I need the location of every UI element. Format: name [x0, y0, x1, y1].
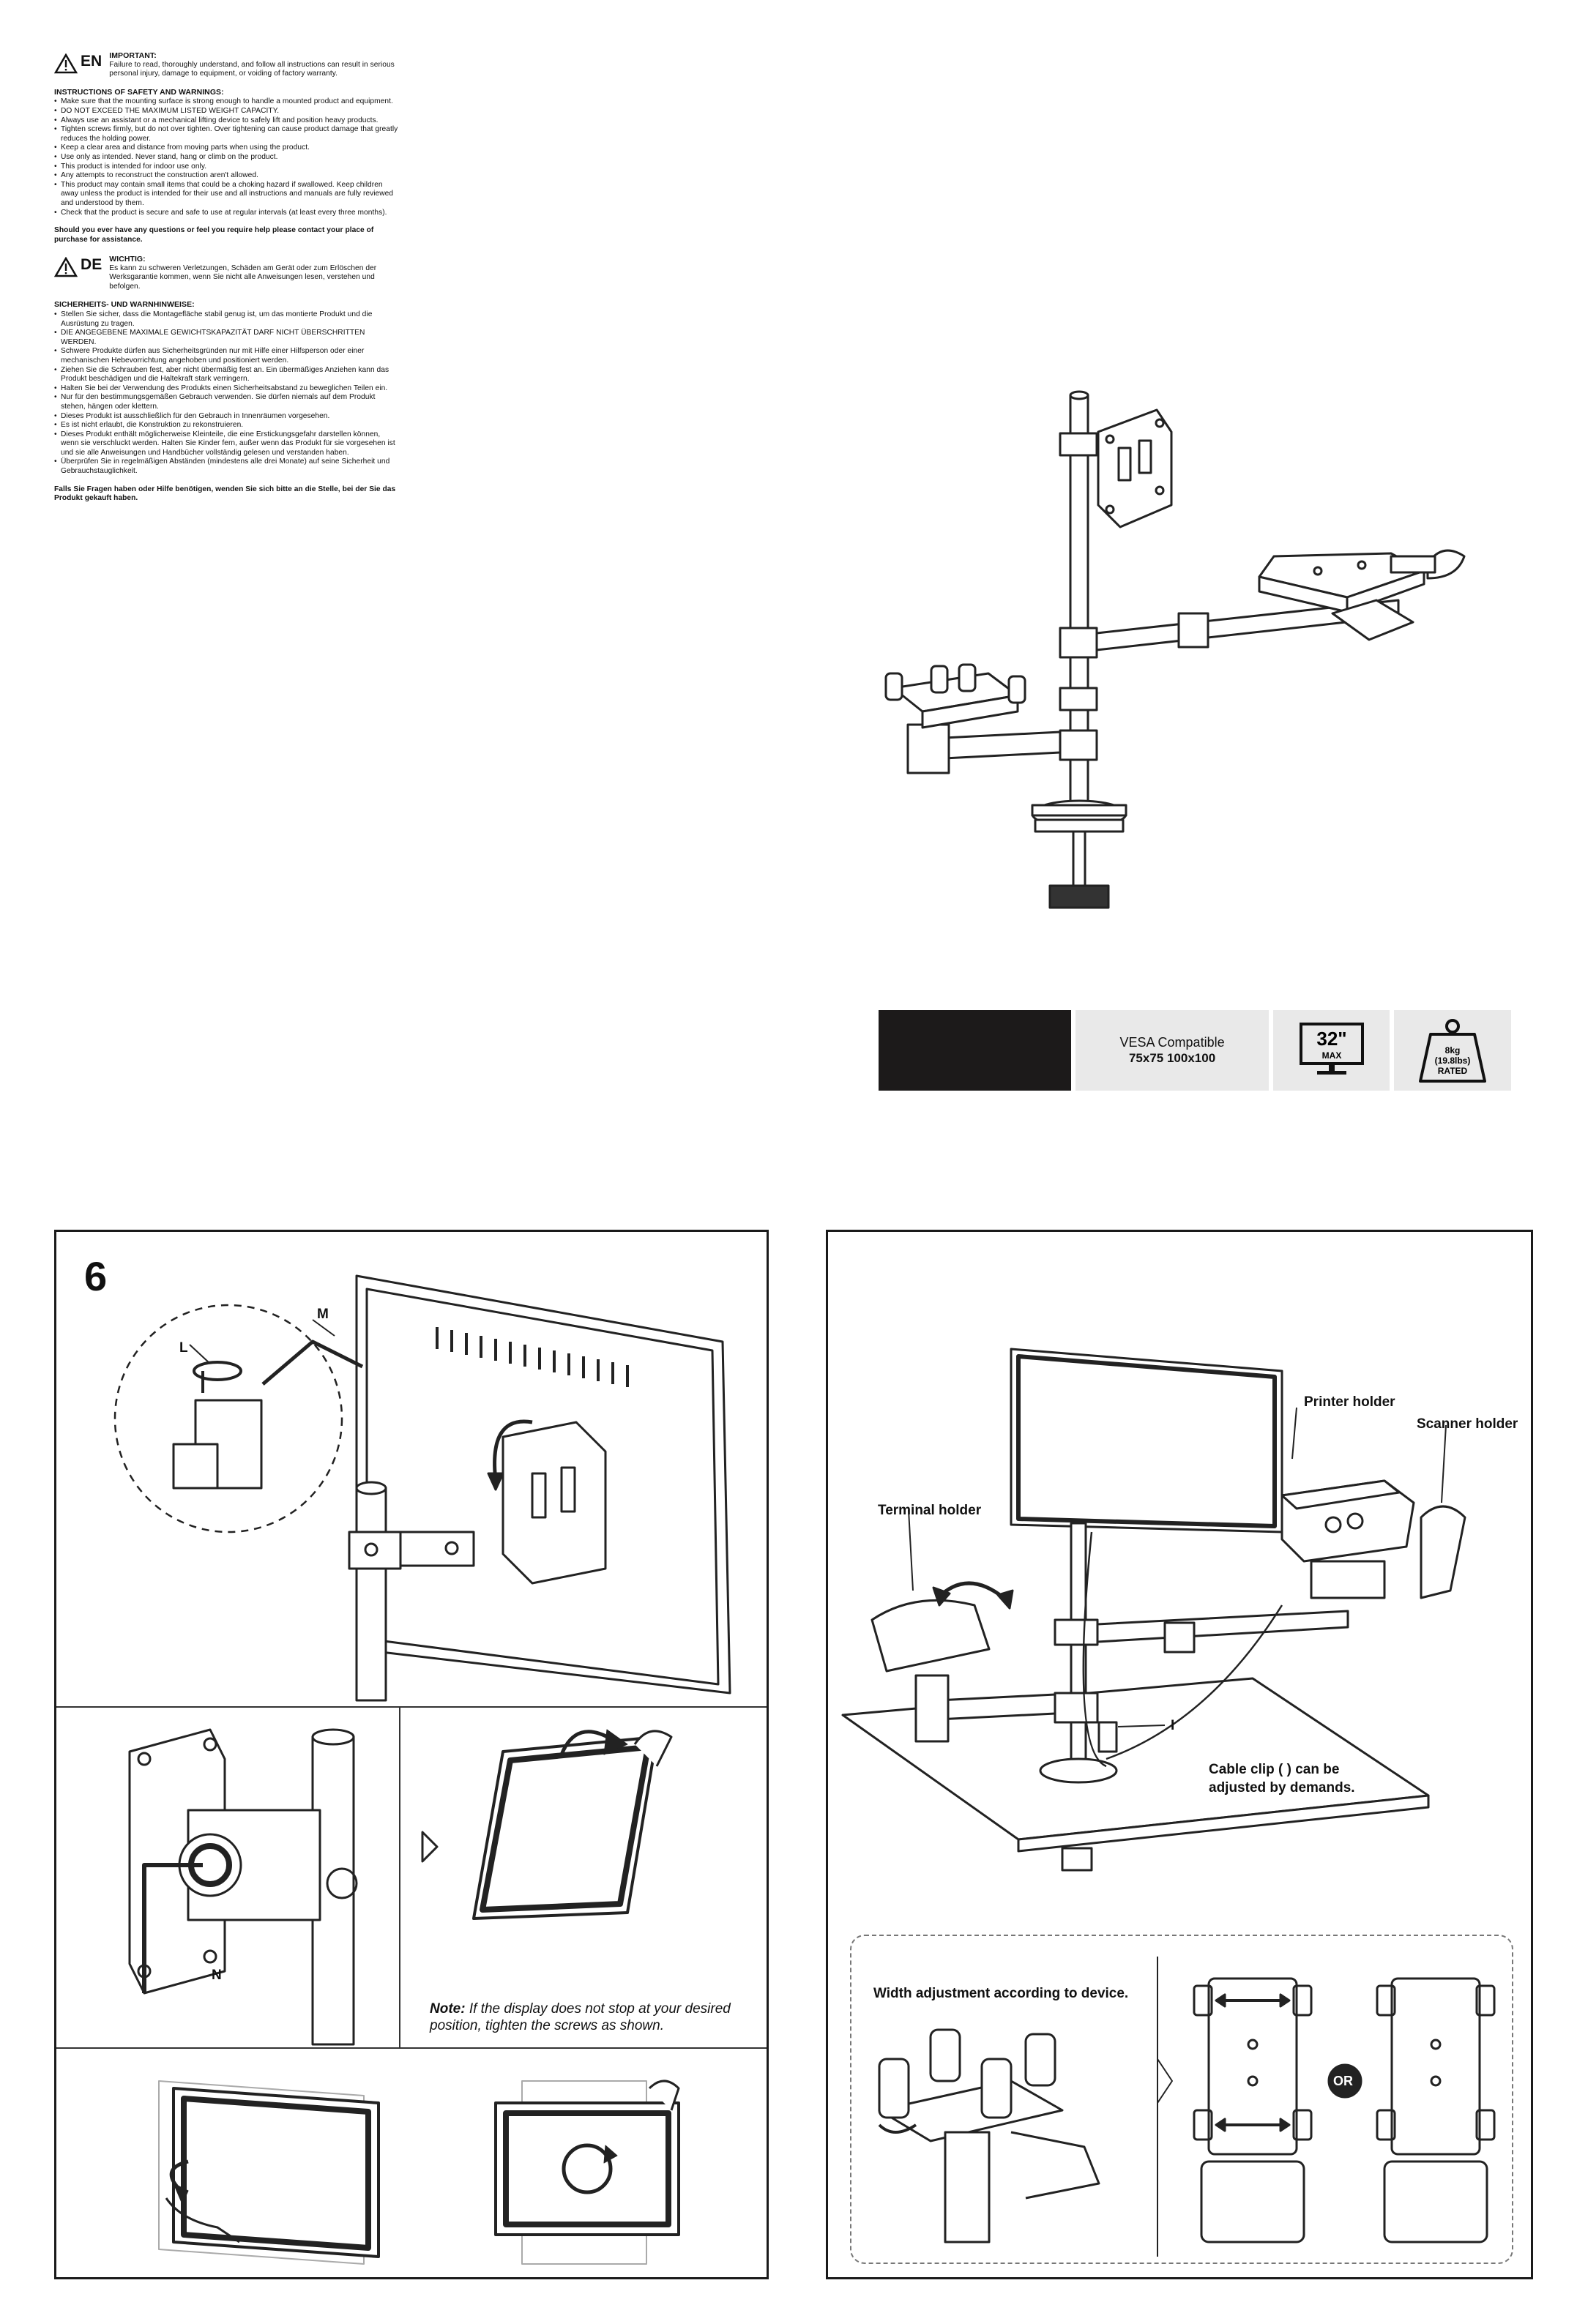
divider-horizontal-2	[56, 2047, 767, 2049]
contact-text: Falls Sie Fragen haben oder Hilfe benöti…	[54, 485, 396, 503]
list-item: This product may contain small items tha…	[54, 181, 398, 209]
list-item: Stellen Sie sicher, dass die Montagefläc…	[54, 310, 398, 329]
important-title: WICHTIG:	[109, 255, 146, 264]
weight-icon: 8kg (19.8lbs) RATED	[1419, 1019, 1487, 1083]
or-label: OR	[1333, 2074, 1353, 2088]
label-m: M	[317, 1307, 329, 1322]
list-item: Use only as intended. Never stand, hang …	[54, 153, 398, 162]
contact-text: Should you ever have any questions or fe…	[54, 226, 374, 244]
safety-list: Make sure that the mounting surface is s…	[54, 97, 398, 217]
safety-list: Stellen Sie sicher, dass die Montagefläc…	[54, 310, 398, 477]
terminal-holder-label: Terminal holder	[878, 1503, 982, 1518]
warnings-english-header: EN IMPORTANT: Failure to read, thoroughl…	[54, 51, 398, 79]
list-item: Dieses Produkt ist ausschließlich für de…	[54, 412, 398, 422]
cable-clip-line-2: adjusted by demands.	[1209, 1780, 1355, 1796]
safety-heading: INSTRUCTIONS OF SAFETY AND WARNINGS:	[54, 87, 224, 97]
label-l: L	[179, 1340, 188, 1356]
warning-triangle-icon	[54, 53, 78, 74]
warning-triangle-icon	[54, 257, 78, 277]
list-item: This product is intended for indoor use …	[54, 162, 398, 172]
spec-screen-size: 32" MAX	[1272, 1010, 1390, 1091]
list-item: Überprüfen Sie in regelmäßigen Abständen…	[54, 457, 398, 476]
language-code-de: DE	[81, 256, 102, 273]
list-item: Ziehen Sie die Schrauben fest, aber nich…	[54, 366, 398, 384]
note-bold: Note:	[430, 2001, 466, 2017]
weight-kg: 8kg	[1445, 1045, 1461, 1055]
workstation-setup-illustration	[841, 1348, 1466, 1872]
list-item: Schwere Produkte dürfen aus Sicherheitsg…	[54, 347, 398, 365]
list-item: Tighten screws firmly, but do not over t…	[54, 125, 398, 143]
note-text: Note: If the display does not stop at yo…	[430, 2000, 737, 2034]
label-n: N	[212, 1968, 222, 1983]
printer-holder-label: Printer holder	[1304, 1394, 1395, 1410]
width-adjustment-title: Width adjustment according to device.	[873, 1986, 1129, 2001]
important-text: Failure to read, thoroughly understand, …	[109, 60, 395, 78]
list-item: Check that the product is secure and saf…	[54, 209, 398, 218]
language-code-en: EN	[81, 53, 102, 70]
width-adjustment-box	[850, 1935, 1513, 2264]
vesa-title: VESA Compatible	[1119, 1035, 1225, 1050]
monitor-icon: 32" MAX	[1299, 1023, 1364, 1075]
safety-heading: SICHERHEITS- UND WARNHINWEISE:	[54, 300, 195, 310]
warnings-german-header: DE WICHTIG: Es kann zu schweren Verletzu…	[54, 255, 398, 291]
list-item: Always use an assistant or a mechanical …	[54, 116, 398, 126]
scanner-holder-label: Scanner holder	[1417, 1416, 1518, 1432]
divider-vertical	[399, 1706, 400, 2047]
list-item: Es ist nicht erlaubt, die Konstruktion z…	[54, 421, 398, 430]
spec-black-block	[879, 1010, 1072, 1091]
list-item: Any attempts to reconstruct the construc…	[54, 171, 398, 181]
list-item: Halten Sie bei der Verwendung des Produk…	[54, 384, 398, 394]
warnings-english: EN IMPORTANT: Failure to read, thoroughl…	[54, 51, 398, 244]
weight-rated: RATED	[1438, 1066, 1468, 1076]
list-item: Make sure that the mounting surface is s…	[54, 97, 398, 107]
list-item: Nur für den bestimmungsgemäßen Gebrauch …	[54, 393, 398, 411]
screen-size-value: 32"	[1316, 1028, 1346, 1050]
spec-badges: VESA Compatible 75x75 100x100 32" MAX 8k…	[879, 1010, 1511, 1091]
spec-vesa: VESA Compatible 75x75 100x100	[1075, 1010, 1269, 1091]
list-item: Dieses Produkt enthält möglicherweise Kl…	[54, 430, 398, 458]
spec-weight: 8kg (19.8lbs) RATED	[1394, 1010, 1511, 1091]
important-text: Es kann zu schweren Verletzungen, Schäde…	[109, 264, 377, 291]
weight-lbs: (19.8lbs)	[1435, 1055, 1471, 1066]
note-body: If the display does not stop at your des…	[430, 2001, 731, 2033]
list-item: DIE ANGEGEBENE MAXIMALE GEWICHTSKAPAZITÄ…	[54, 329, 398, 347]
product-mount-illustration	[884, 390, 1466, 909]
cable-clip-note: Cable clip ( ) can be adjusted by demand…	[1209, 1760, 1355, 1797]
important-title: IMPORTANT:	[109, 51, 157, 60]
setup-panel: Printer holder Scanner holder Terminal h…	[826, 1230, 1533, 2279]
step-number: 6	[84, 1253, 108, 1299]
divider-horizontal-1	[56, 1706, 767, 1708]
warnings-german: DE WICHTIG: Es kann zu schweren Verletzu…	[54, 255, 398, 504]
display-tilt-illustration	[421, 1729, 673, 1920]
display-rotate-illustration	[494, 2080, 680, 2265]
list-item: DO NOT EXCEED THE MAXIMUM LISTED WEIGHT …	[54, 107, 398, 116]
monitor-attach-illustration	[113, 1274, 731, 1702]
display-rotate-side-illustration	[158, 2080, 380, 2265]
cable-clip-line-1: Cable clip ( ) can be	[1209, 1762, 1340, 1777]
list-item: Keep a clear area and distance from movi…	[54, 143, 398, 153]
width-adjustment-illustration	[878, 1957, 1496, 2257]
vesa-sizes: 75x75 100x100	[1128, 1051, 1216, 1065]
screen-size-max: MAX	[1321, 1050, 1341, 1061]
hex-key-tighten-illustration	[128, 1728, 358, 2046]
step-6-panel: 6	[54, 1230, 769, 2279]
cable-clip-marker: I	[1171, 1718, 1175, 1733]
